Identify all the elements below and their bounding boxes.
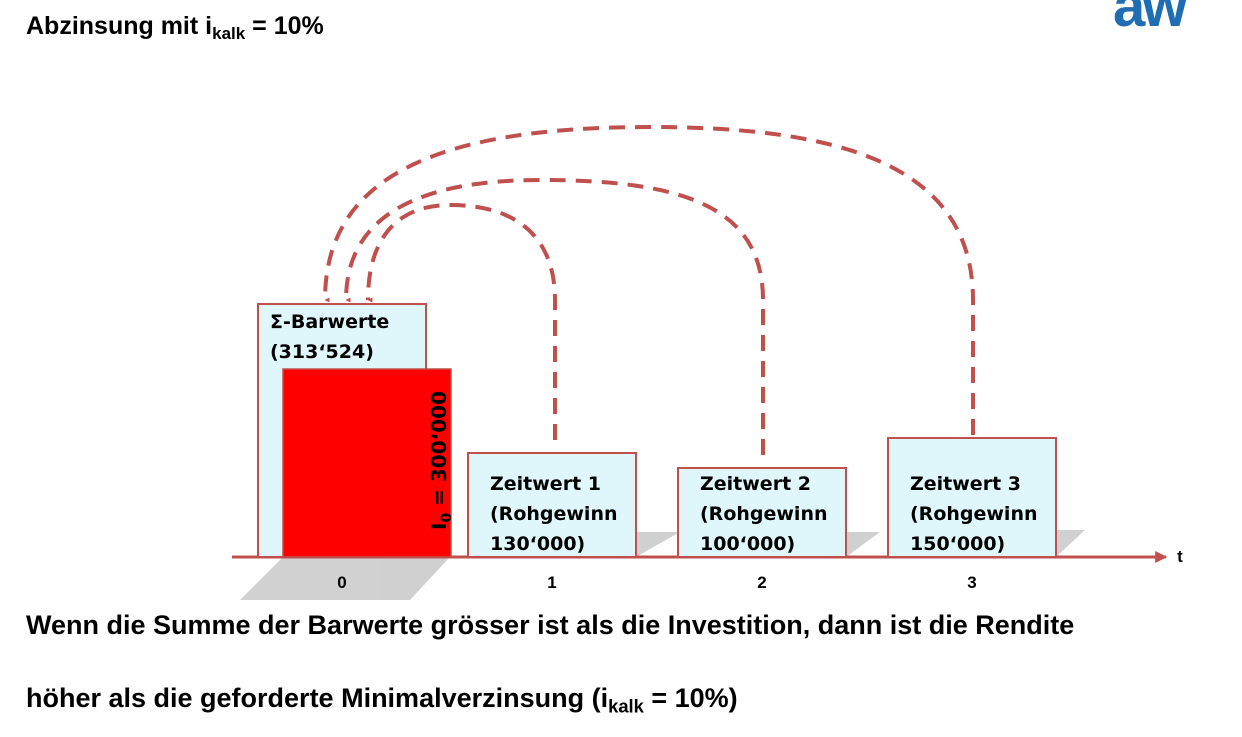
time-value-box-1 — [467, 452, 637, 558]
investment-label: I0 = 300‘000 — [427, 391, 455, 530]
axis-tick-3: 3 — [967, 573, 976, 592]
box2-title: Zeitwert 2 — [700, 473, 811, 495]
axis-tick-0: 0 — [337, 573, 346, 592]
page-title: Abzinsung mit ikalk = 10% — [26, 12, 324, 44]
box3-line3: 150‘000) — [910, 533, 1005, 555]
box3-line2: (Rohgewinn — [910, 503, 1038, 525]
sum-box-label: Σ-Barwerte — [270, 311, 389, 333]
time-value-box-3 — [887, 437, 1057, 558]
box2-line3: 100‘000) — [700, 533, 795, 555]
discount-arc-3 — [323, 124, 975, 435]
discount-arc-1 — [366, 202, 557, 440]
conclusion-line2-prefix: höher als die geforderte Minimalverzinsu… — [26, 683, 609, 713]
discount-arc-2 — [344, 177, 765, 455]
box1-line2: (Rohgewinn — [490, 503, 618, 525]
box1-line3: 130‘000) — [490, 533, 585, 555]
axis-tick-2: 2 — [757, 573, 766, 592]
investment-symbol: I — [427, 523, 451, 530]
investment-subscript: 0 — [439, 513, 455, 523]
conclusion-line2-subscript: kalk — [608, 695, 644, 717]
conclusion-line-1: Wenn die Summe der Barwerte grösser ist … — [26, 610, 1075, 640]
box3-title: Zeitwert 3 — [910, 473, 1021, 495]
conclusion-line2-suffix: = 10%) — [643, 683, 738, 713]
sum-box-value: (313‘524) — [270, 341, 374, 363]
title-suffix: = 10% — [245, 12, 324, 40]
box2-line2: (Rohgewinn — [700, 503, 828, 525]
title-prefix: Abzinsung mit i — [26, 12, 213, 40]
axis-label-t: t — [1177, 547, 1183, 566]
investment-value: = 300‘000 — [427, 391, 451, 513]
aw-logo: aw — [1113, 0, 1187, 39]
time-value-box-2 — [677, 467, 847, 558]
title-subscript: kalk — [212, 24, 246, 44]
conclusion-line-2: höher als die geforderte Minimalverzinsu… — [26, 683, 738, 717]
investment-block — [282, 368, 452, 558]
axis-tick-1: 1 — [547, 573, 556, 592]
box1-title: Zeitwert 1 — [490, 473, 601, 495]
